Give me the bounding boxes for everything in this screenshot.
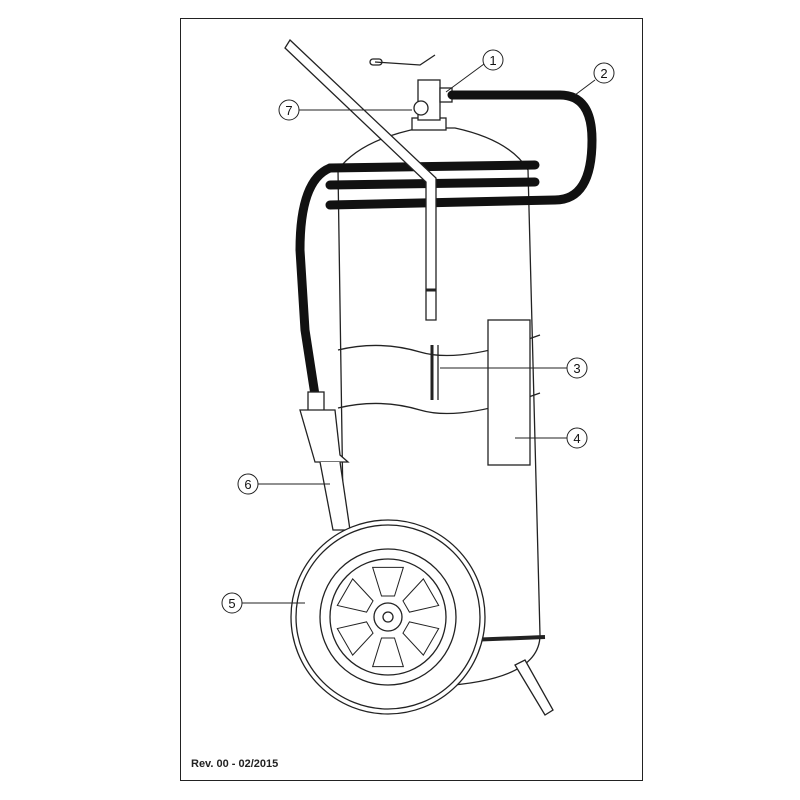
wheel-spoke-opening bbox=[402, 621, 440, 656]
callout-5: 5 bbox=[221, 592, 243, 614]
wheel-spoke-opening bbox=[371, 566, 405, 597]
callout-1: 1 bbox=[482, 49, 504, 71]
frame-leg bbox=[319, 461, 351, 531]
wheel bbox=[290, 519, 486, 715]
leader-lines bbox=[242, 63, 596, 604]
wheel-spoke-opening bbox=[336, 578, 374, 613]
callout-4: 4 bbox=[566, 427, 588, 449]
rear-leg bbox=[514, 659, 554, 716]
callout-label: 3 bbox=[573, 361, 580, 376]
callout-label: 7 bbox=[285, 103, 292, 118]
handle bbox=[284, 38, 437, 321]
callout-2: 2 bbox=[593, 62, 615, 84]
drawing-frame bbox=[180, 18, 643, 781]
callout-label: 5 bbox=[228, 596, 235, 611]
label-plate bbox=[487, 319, 531, 466]
callout-label: 6 bbox=[244, 477, 251, 492]
wheel-spoke-opening bbox=[336, 621, 374, 656]
callout-label: 1 bbox=[489, 53, 496, 68]
revision-label: Rev. 00 - 02/2015 bbox=[191, 758, 279, 770]
callout-7: 7 bbox=[278, 99, 300, 121]
wheel-spoke-opening bbox=[371, 637, 405, 668]
callout-6: 6 bbox=[237, 473, 259, 495]
callout-label: 2 bbox=[600, 66, 607, 81]
wheel-spoke-opening bbox=[402, 578, 440, 613]
callout-3: 3 bbox=[566, 357, 588, 379]
valve bbox=[369, 54, 453, 131]
callout-label: 4 bbox=[573, 431, 580, 446]
nozzle bbox=[299, 391, 350, 463]
